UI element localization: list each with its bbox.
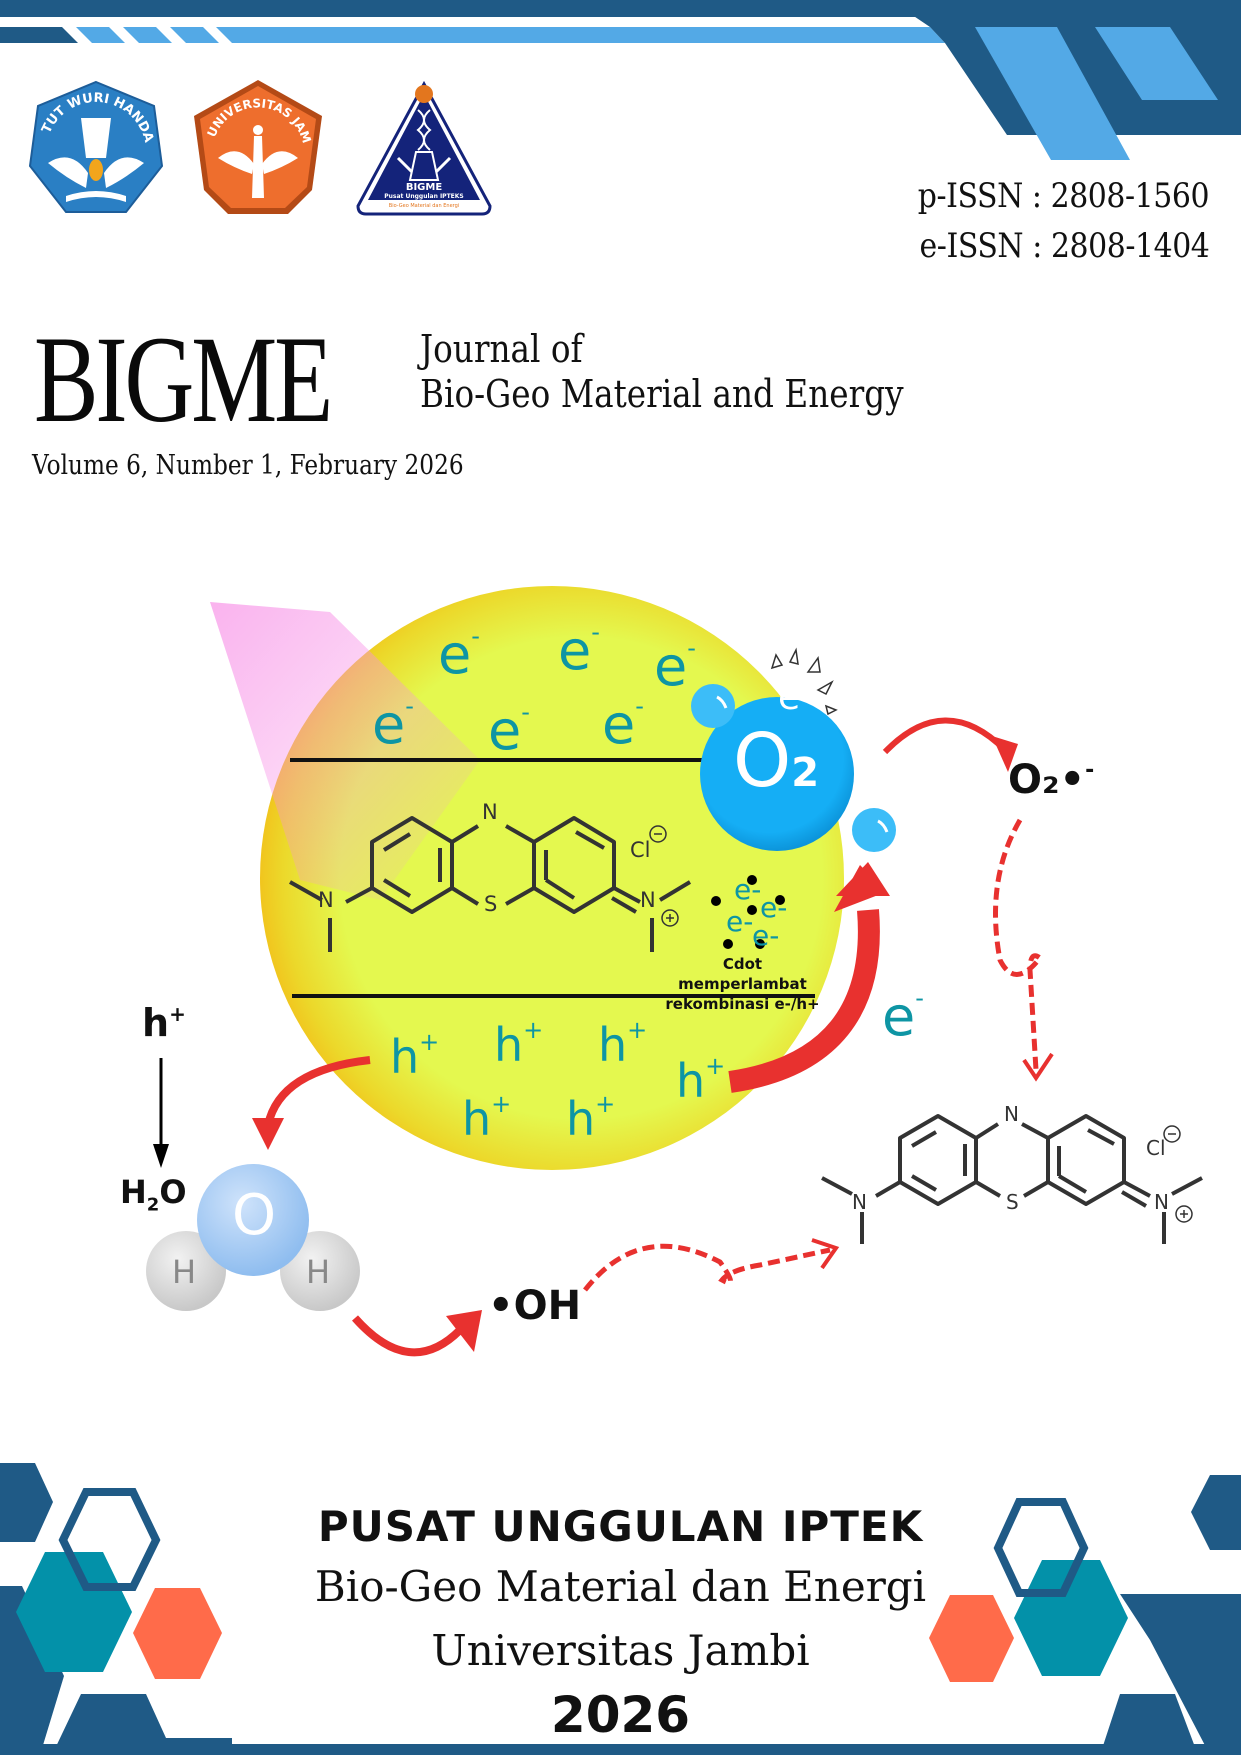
footer-university: Universitas Jambi xyxy=(431,1626,810,1675)
cdot-electron-label: e- xyxy=(726,905,754,938)
water-hydrogen-label: H xyxy=(306,1253,331,1291)
hole-label: h+ xyxy=(494,1016,544,1072)
o2-label: O2 xyxy=(733,718,820,804)
svg-text:Bio-Geo Material dan Energi: Bio-Geo Material dan Energi xyxy=(389,203,459,209)
atom-n-label: N xyxy=(1004,1102,1019,1126)
photocatalysis-diagram xyxy=(146,586,1203,1357)
hole-label: h+ xyxy=(390,1028,440,1084)
bottom-hexagon-graphic xyxy=(0,1463,1241,1755)
svg-text:Pusat Unggulan IPTEKS: Pusat Unggulan IPTEKS xyxy=(384,193,464,200)
svg-text:BIGME: BIGME xyxy=(406,182,443,193)
electron-label: e- xyxy=(602,692,644,756)
water-oxygen-label: O xyxy=(232,1183,277,1248)
footer-institution: PUSAT UNGGULAN IPTEK xyxy=(317,1502,924,1551)
hole-label: h+ xyxy=(598,1016,648,1072)
footer-center-name: Bio-Geo Material dan Energi xyxy=(314,1562,927,1611)
top-banner-graphic xyxy=(0,0,1241,160)
h-plus-label: h+ xyxy=(142,1001,186,1045)
hole-label: h+ xyxy=(566,1090,616,1146)
hole-label: h+ xyxy=(676,1052,726,1108)
electron-label: e- xyxy=(438,622,480,686)
volume-info: Volume 6, Number 1, February 2026 xyxy=(32,450,464,481)
p-issn: p-ISSN : 2808-1560 xyxy=(917,176,1210,216)
cdot-electron-label: e- xyxy=(760,891,788,924)
atom-s-label: S xyxy=(1006,1190,1019,1214)
electron-label: e- xyxy=(654,634,696,698)
atom-s-label: S xyxy=(484,892,498,916)
hole-label: h+ xyxy=(462,1090,512,1146)
journal-subtitle-line2: Bio-Geo Material and Energy xyxy=(420,372,904,416)
electron-label: e- xyxy=(558,618,600,682)
electron-label: e- xyxy=(882,984,924,1048)
h2o-label: H2O xyxy=(120,1173,187,1216)
atom-n-label: N xyxy=(640,888,656,912)
atom-n-label: N xyxy=(852,1190,867,1214)
atom-n-label: N xyxy=(318,888,334,912)
journal-title-bigme: BIGME xyxy=(34,311,333,448)
e-issn: e-ISSN : 2808-1404 xyxy=(919,226,1209,266)
journal-subtitle-line1: Journal of xyxy=(420,327,583,371)
cdot-electron-label: e- xyxy=(752,919,780,952)
o2-electron-label: e- xyxy=(778,677,808,718)
chloride-label: Cl xyxy=(1146,1136,1166,1160)
electron-label: e- xyxy=(488,698,530,762)
electron-label: e- xyxy=(372,692,414,756)
hydroxyl-radical-label: •OH xyxy=(488,1283,582,1329)
footer-year: 2026 xyxy=(550,1686,691,1744)
superoxide-label: O₂•- xyxy=(1008,757,1095,803)
atom-n-label: N xyxy=(482,800,498,824)
atom-n-label: N xyxy=(1154,1190,1169,1214)
cdot-electron-label: e- xyxy=(734,873,762,906)
chloride-label: Cl xyxy=(630,838,651,862)
water-hydrogen-label: H xyxy=(172,1253,197,1291)
logo-bigme: BIGME Pusat Unggulan IPTEKS Bio-Geo Mate… xyxy=(354,80,494,220)
logo-tut-wuri-handayani: TUT WURI HANDAYANI xyxy=(26,78,166,218)
